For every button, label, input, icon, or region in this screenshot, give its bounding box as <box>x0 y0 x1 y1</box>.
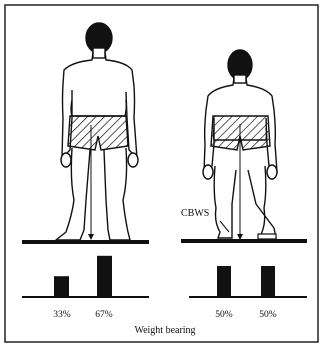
left-figure-left-bar <box>54 276 69 296</box>
right-legs <box>214 166 276 238</box>
left-shorts <box>68 116 128 150</box>
left-figure-right-bar <box>97 256 112 296</box>
caption: Weight bearing <box>134 325 195 336</box>
left-figure-left-percent: 33% <box>53 310 71 320</box>
right-figure-left-percent: 50% <box>215 310 233 320</box>
device-label: CBWS <box>181 208 209 219</box>
right-figure-right-bar <box>261 266 275 296</box>
left-figure-right-percent: 67% <box>95 310 113 320</box>
right-floor <box>181 239 307 243</box>
right-figure-left-bar <box>217 266 231 296</box>
right-figure-right-percent: 50% <box>259 310 277 320</box>
left-floor <box>22 240 149 244</box>
cbws-insert <box>258 234 276 239</box>
